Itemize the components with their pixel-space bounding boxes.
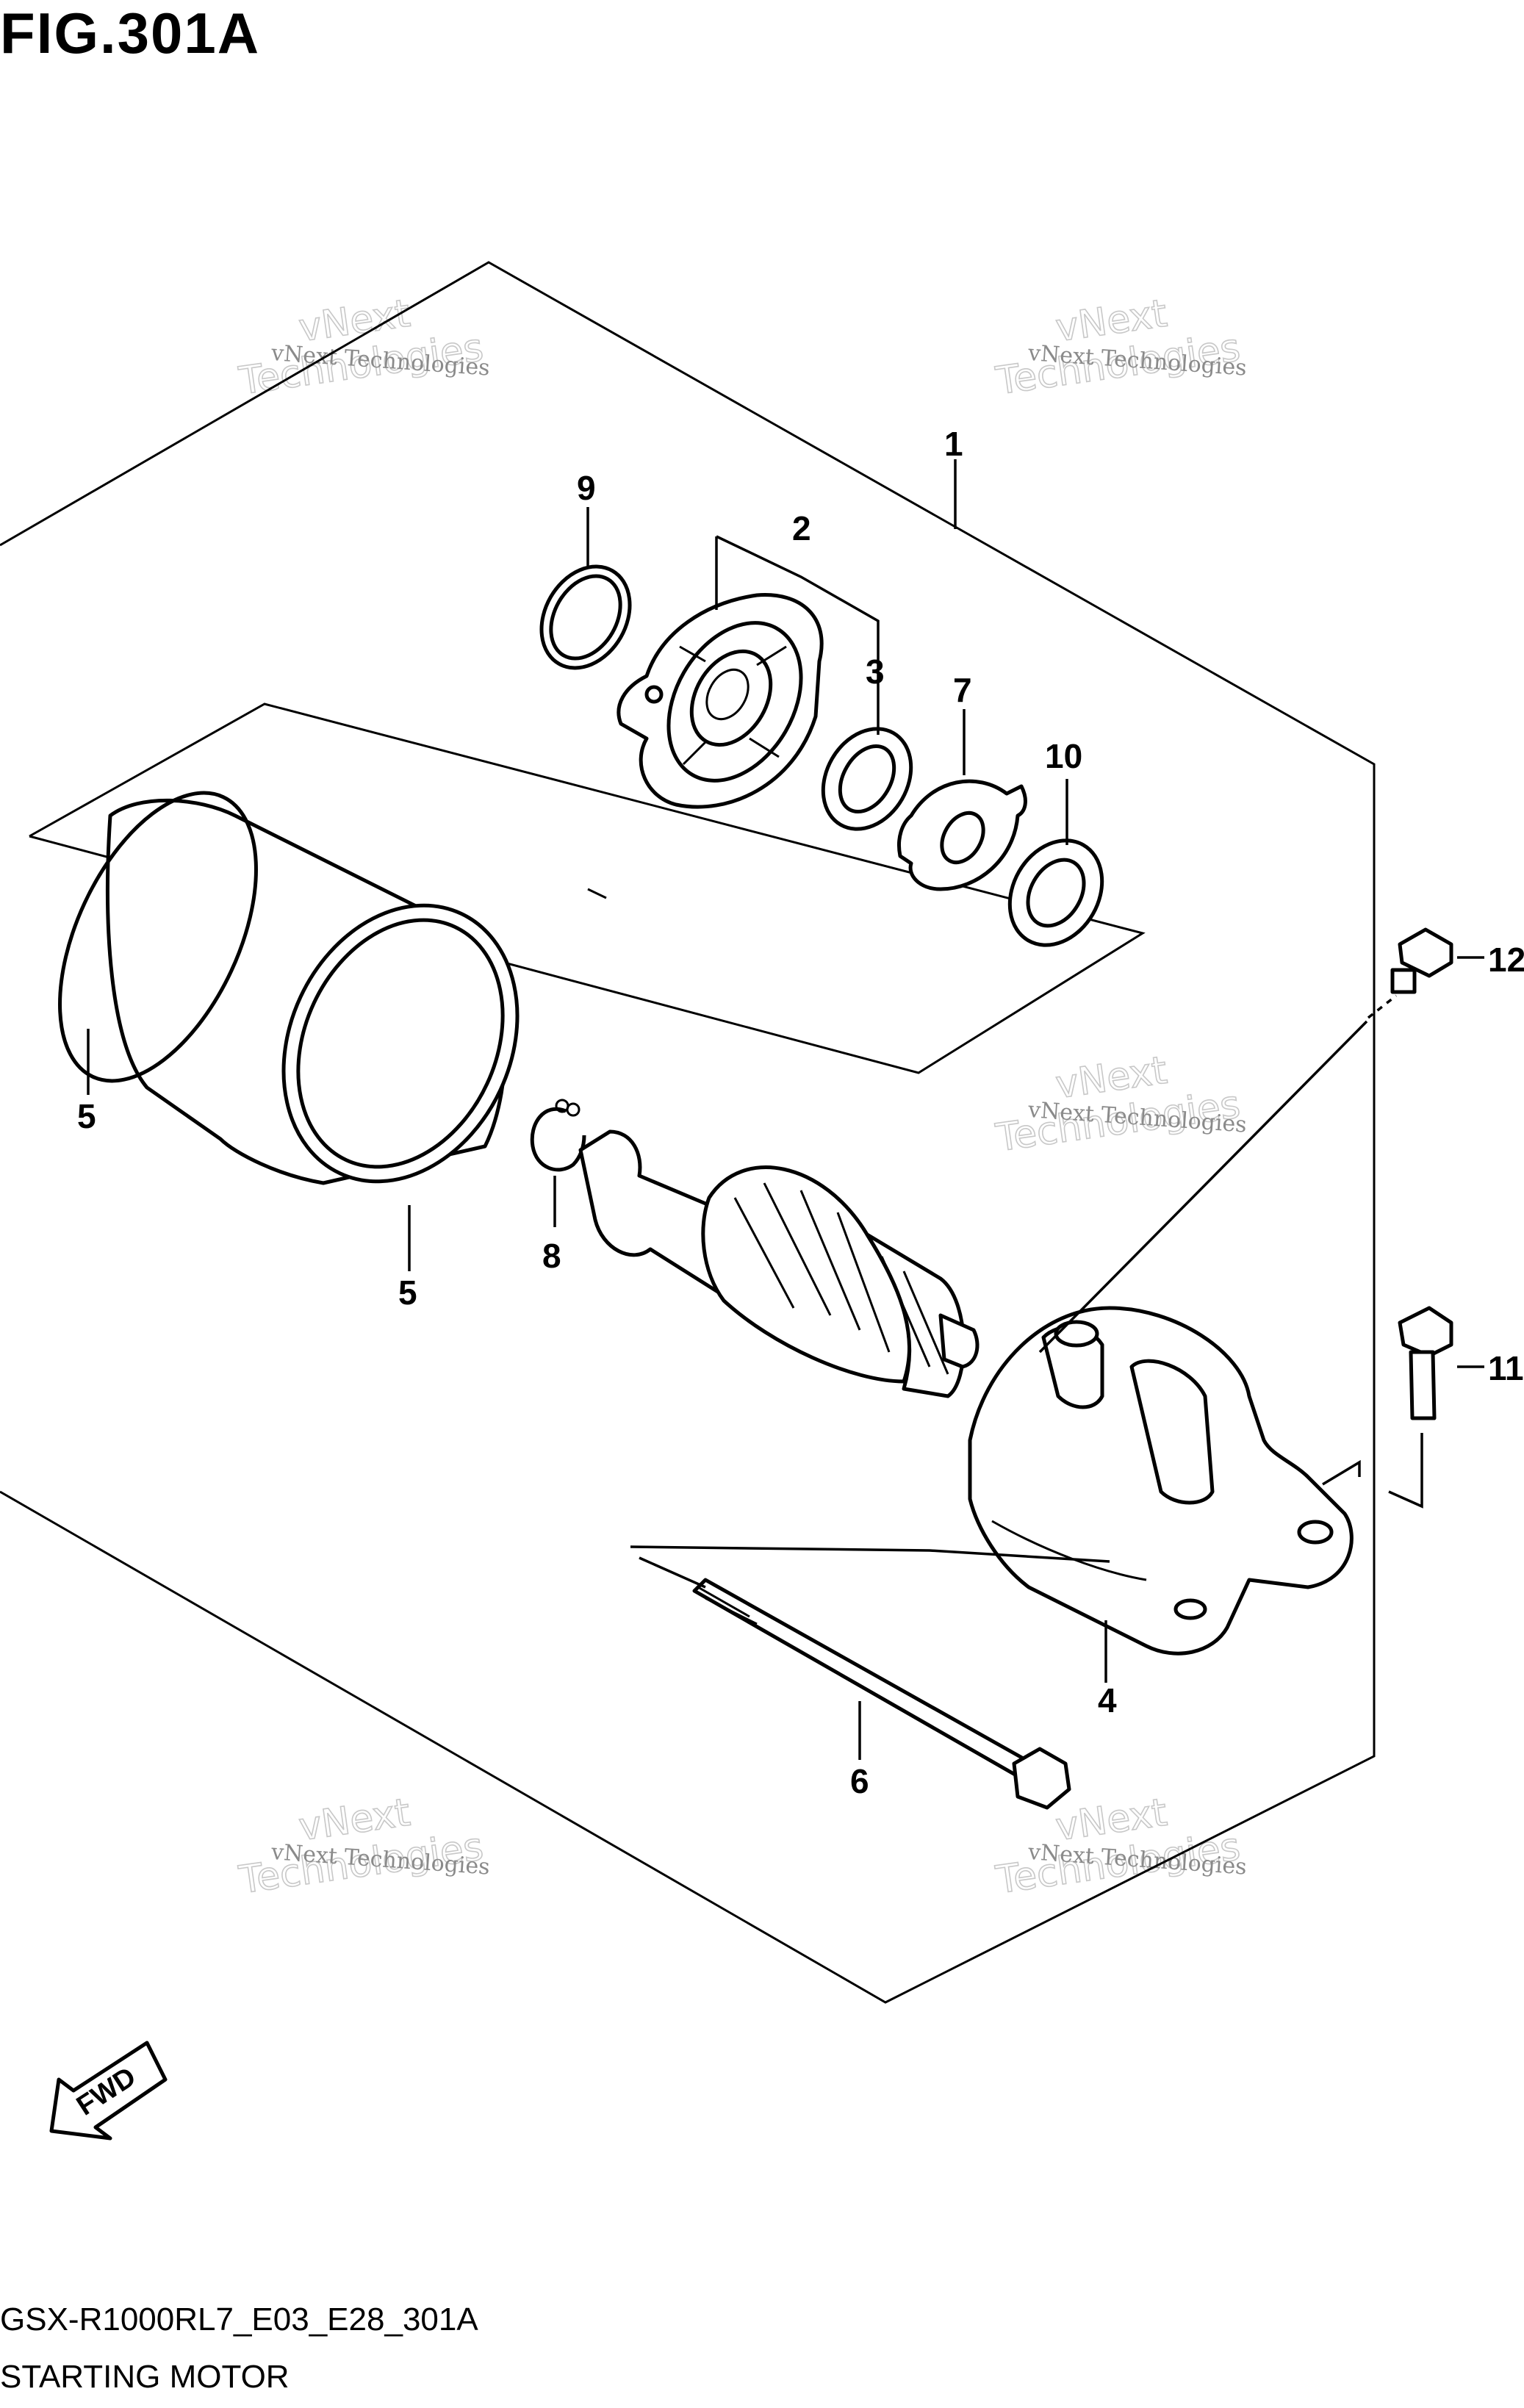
callout-1: 1 xyxy=(944,425,963,463)
watermark-mid-right: Technologies vNext vNext Technologies xyxy=(993,1048,1248,1161)
screw-12 xyxy=(1390,927,1453,994)
oil-seal-3 xyxy=(821,727,913,831)
watermark-bottom-left: Technologies vNext vNext Technologies xyxy=(236,1790,491,1903)
watermark-top-right: Technologies vNext vNext Technologies xyxy=(993,291,1248,404)
figure-code: GSX-R1000RL7_E03_E28_301A xyxy=(0,2301,478,2337)
callout-2: 2 xyxy=(792,509,811,547)
circlip-8 xyxy=(530,1099,586,1172)
callout-5-left: 5 xyxy=(77,1097,96,1135)
lock-washer-7 xyxy=(897,779,1027,891)
fwd-arrow: FWD xyxy=(49,2041,168,2141)
callout-9: 9 xyxy=(577,469,596,507)
o-ring-5-left xyxy=(58,791,258,1083)
assembly-outline xyxy=(0,261,1376,2004)
callout-11: 11 xyxy=(1488,1349,1524,1387)
callout-3: 3 xyxy=(866,653,885,691)
callout-6: 6 xyxy=(850,1762,869,1800)
callout-4: 4 xyxy=(1098,1681,1117,1719)
leader-lines xyxy=(87,459,1484,1760)
callout-5-right: 5 xyxy=(398,1273,417,1312)
watermark-top-left: Technologies vNext vNext Technologies xyxy=(236,291,491,404)
front-cover-2 xyxy=(617,593,824,809)
washer-10 xyxy=(1007,838,1104,947)
figure-title: FIG.301A xyxy=(0,1,261,65)
callout-10: 10 xyxy=(1045,737,1082,775)
figure-name: STARTING MOTOR xyxy=(0,2359,290,2395)
bolt-11 xyxy=(1398,1306,1453,1420)
yoke-housing-5 xyxy=(106,798,520,1185)
o-ring-9 xyxy=(539,564,632,670)
inner-bracket xyxy=(29,702,1146,1074)
callout-7: 7 xyxy=(953,671,972,709)
armature xyxy=(578,1129,980,1398)
rear-housing-4 xyxy=(968,1306,1354,1656)
callout-12: 12 xyxy=(1488,941,1524,979)
callout-8: 8 xyxy=(542,1237,561,1275)
through-bolt-6 xyxy=(692,1578,1071,1810)
